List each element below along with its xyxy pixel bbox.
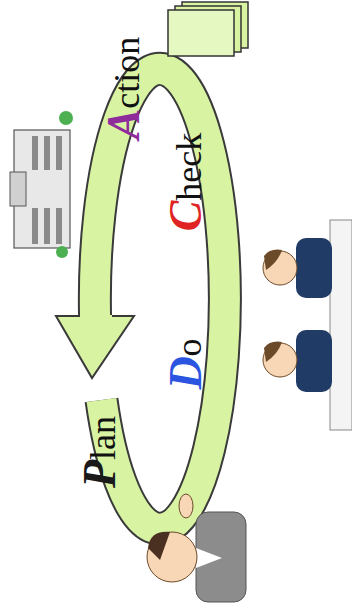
ring-arrowhead <box>56 316 134 378</box>
suit <box>296 238 332 298</box>
document-stack <box>168 2 248 56</box>
pointing-hand <box>179 494 193 518</box>
window-row <box>44 136 50 170</box>
hair <box>264 250 282 270</box>
tree <box>59 111 73 125</box>
cycle-stage-label: Action <box>101 37 147 140</box>
presenter <box>147 494 246 602</box>
cycle-stage-label: Plan <box>77 416 123 488</box>
suit <box>196 512 246 602</box>
cycle-stage-label: Check <box>163 133 209 232</box>
building-entrance <box>10 172 26 206</box>
meeting-people <box>263 220 352 430</box>
document-sheet <box>168 10 234 56</box>
building <box>10 111 73 258</box>
window-row <box>56 208 62 244</box>
desk <box>330 220 352 430</box>
window-row <box>32 136 38 170</box>
head <box>147 532 197 582</box>
suit <box>296 330 332 392</box>
tree <box>56 246 68 258</box>
window-row <box>56 136 62 170</box>
building-windows <box>32 136 62 244</box>
hair <box>264 342 282 362</box>
ring-joint <box>80 315 112 319</box>
cycle-stage-label: Do <box>163 338 209 389</box>
shirt <box>196 548 222 568</box>
hair <box>148 532 170 560</box>
window-row <box>32 208 38 244</box>
window-row <box>44 208 50 244</box>
